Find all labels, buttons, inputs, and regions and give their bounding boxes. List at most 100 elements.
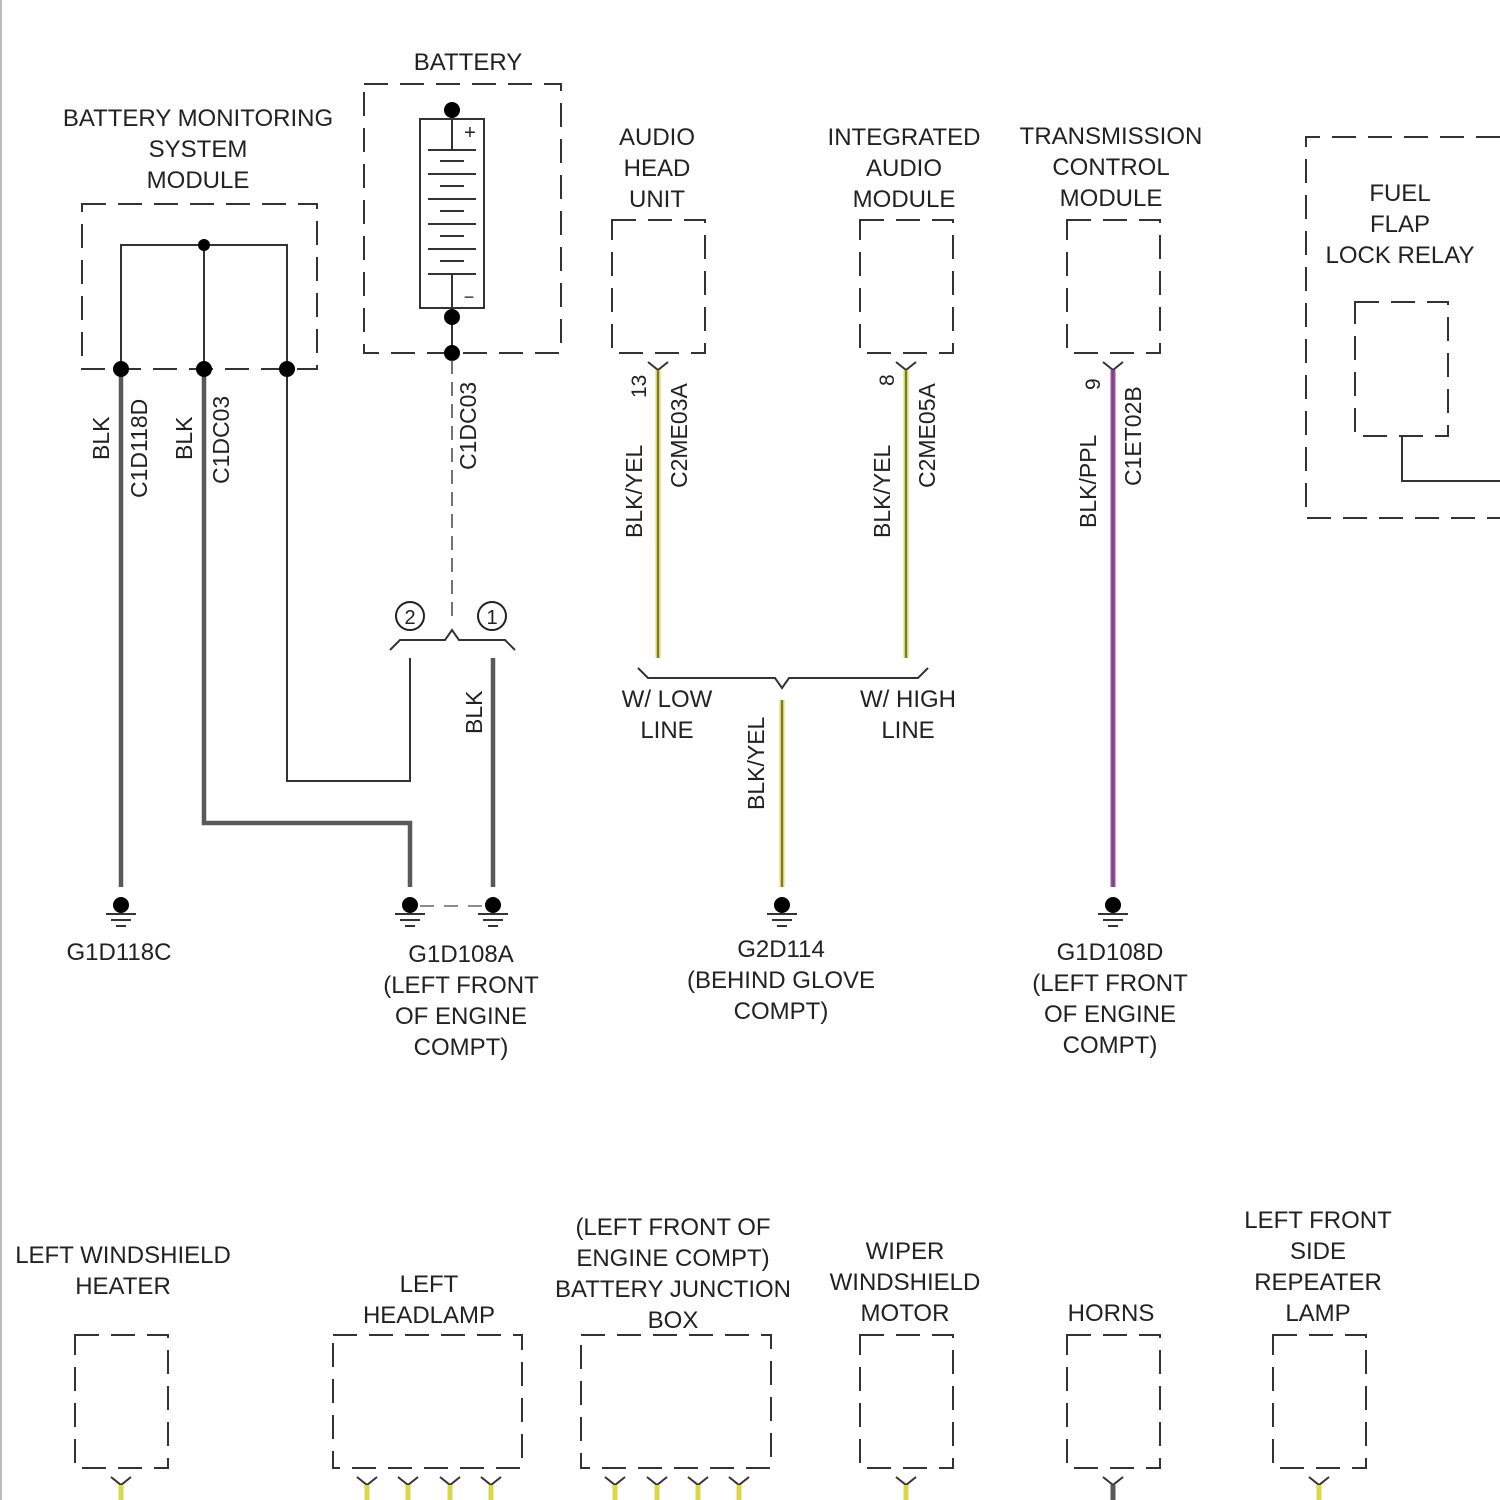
side-repeater-lamp-box [1273,1335,1366,1468]
horns-label: HORNS [1068,1300,1155,1327]
fuel-flap-relay-box [1355,302,1448,436]
label-line: INTEGRATED [828,124,981,151]
label-line: FUEL [1369,180,1430,207]
label-line: OF ENGINE [1044,1001,1176,1028]
iam-pin-number: 8 [876,374,899,386]
battery-plus-mark: + [464,122,476,144]
label-line: COMPT) [414,1034,509,1061]
audio-head-unit-box [612,220,705,353]
horns-box [1067,1335,1160,1468]
label-line: WIPER [866,1238,945,1265]
label-line: MODULE [1060,185,1163,212]
bms-wire-1-circuit: C1D118D [126,399,152,498]
left-headlamp-box [333,1335,522,1468]
label-line: BATTERY [414,49,522,76]
label-line: BOX [648,1307,699,1334]
label-line: SIDE [1290,1238,1346,1265]
label-line: AUDIO [619,124,695,151]
side-repeater-lamp-label: LEFT FRONT SIDE REPEATER LAMP [1244,1207,1392,1327]
bms-pin-2 [196,361,212,377]
label-line: W/ LOW [622,686,713,713]
battery-wire-circuit: C1DC03 [455,382,481,470]
audio-wire-circuit: C2ME03A [666,383,692,488]
option-split-bracket [390,630,515,650]
option-2-label: 2 [404,607,415,629]
label-line: G1D108A [408,941,513,968]
bms-pin-3 [279,361,295,377]
fuel-flap-relay-wire [1402,436,1500,481]
audio-option-bracket [638,668,928,688]
label-line: MOTOR [861,1300,950,1327]
label-line: COMPT) [734,998,829,1025]
iam-wire-color: BLK/YEL [869,444,895,538]
ground-symbol-g1d118c [106,897,136,926]
label-line: G1D108D [1057,939,1164,966]
bottom-connector-pins [111,1477,1329,1500]
ground-symbol-g1d108d [1098,897,1128,926]
tcm-pin-number: 9 [1082,378,1105,390]
label-line: CONTROL [1052,154,1169,181]
tcm-wire-circuit: C1ET02B [1120,386,1146,486]
label-line: LEFT WINDSHIELD [15,1242,231,1269]
bms-pin-1 [113,361,129,377]
label-line: REPEATER [1254,1269,1382,1296]
battery-minus-mark: − [464,287,475,307]
label-line: (LEFT FRONT [1032,970,1188,997]
left-windshield-heater-box [75,1335,168,1468]
iam-connector-pin [896,362,916,370]
bms-wire-3 [287,369,410,781]
battery-label: BATTERY [414,49,522,76]
label-line: LEFT [400,1271,459,1298]
high-line-option-label: W/ HIGH LINE [860,686,956,744]
label-line: COMPT) [1063,1032,1158,1059]
tcm-box [1067,220,1160,353]
label-line: (LEFT FRONT OF [575,1214,770,1241]
option-1-label: 1 [486,607,497,629]
bms-internal-bus [121,239,287,369]
label-line: (BEHIND GLOVE [687,967,875,994]
ground-link-color: BLK [461,690,487,734]
ground-g1d108d-label: G1D108D (LEFT FRONT OF ENGINE COMPT) [1032,939,1188,1059]
label-line: FLAP [1370,211,1430,238]
ground-symbol-g2d114 [767,897,797,926]
label-line: (LEFT FRONT [383,972,539,999]
label-line: LINE [881,717,934,744]
battery-junction-box-box [581,1335,771,1468]
label-line: HEAD [624,155,691,182]
label-line: W/ HIGH [860,686,956,713]
label-line: LEFT FRONT [1244,1207,1392,1234]
integrated-audio-module-box [860,220,953,353]
label-line: TRANSMISSION [1020,123,1203,150]
audio-wire-color: BLK/YEL [621,444,647,538]
audio-connector-pin [648,362,668,370]
label-line: HEADLAMP [363,1302,495,1329]
label-line: MODULE [147,167,250,194]
bms-wire-2-circuit: C1DC03 [208,396,234,484]
label-line: HORNS [1068,1300,1155,1327]
ground-symbol-g1d108a-2 [478,897,508,926]
tcm-label: TRANSMISSION CONTROL MODULE [1020,123,1203,212]
left-headlamp-label: LEFT HEADLAMP [363,1271,495,1329]
label-line: G2D114 [737,936,825,963]
left-windshield-heater-label: LEFT WINDSHIELD HEATER [15,1242,231,1300]
audio-head-unit-label: AUDIO HEAD UNIT [619,124,695,213]
ground-g1d118c-label: G1D118C [67,939,172,966]
label-line: MODULE [853,186,956,213]
label-line: LAMP [1285,1300,1350,1327]
label-line: BATTERY JUNCTION [555,1276,791,1303]
label-line: HEATER [75,1273,171,1300]
ground-g2d114-label: G2D114 (BEHIND GLOVE COMPT) [687,936,875,1025]
label-line: LINE [640,717,693,744]
merged-wire-color: BLK/YEL [743,716,769,810]
ground-symbol-g1d108a-1 [395,897,425,926]
bms-wire-1-color: BLK [88,416,114,460]
label-line: OF ENGINE [395,1003,527,1030]
low-line-option-label: W/ LOW LINE [622,686,713,744]
bms-module-box [82,204,317,369]
label-line: UNIT [629,186,685,213]
